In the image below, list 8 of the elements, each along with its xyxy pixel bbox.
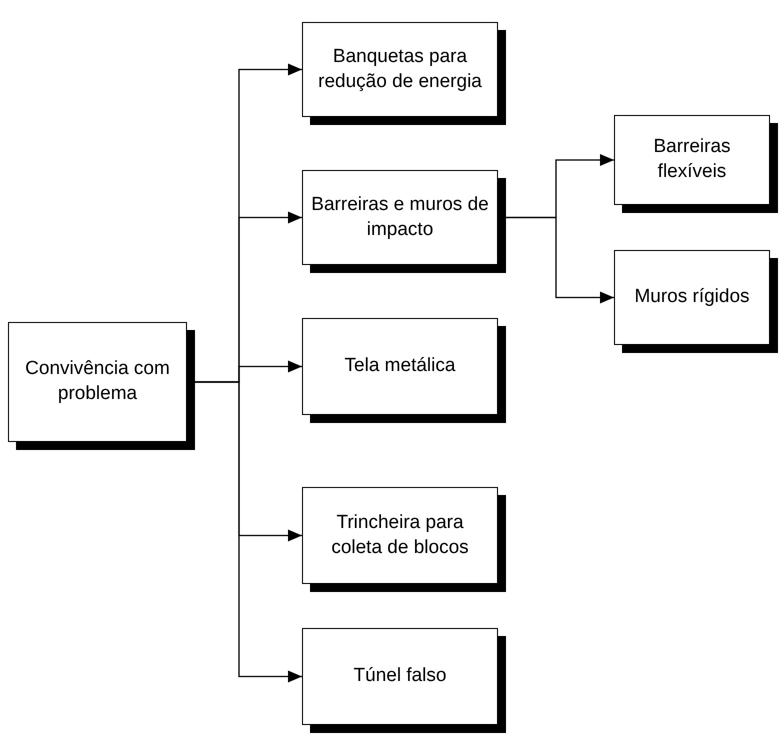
box-label: Barreiras flexíveis — [652, 135, 732, 184]
box-label: Túnel falso — [354, 664, 446, 688]
box-label: Trincheira para coleta de blocos — [330, 510, 470, 560]
box-label: Tela metálica — [344, 354, 456, 378]
box-label: Muros rígidos — [634, 285, 750, 310]
box-label: Barreiras e muros de impacto — [311, 192, 489, 242]
box-label: Convivência com problema — [24, 357, 171, 406]
box-label: Banquetas para redução de energia — [317, 44, 483, 94]
